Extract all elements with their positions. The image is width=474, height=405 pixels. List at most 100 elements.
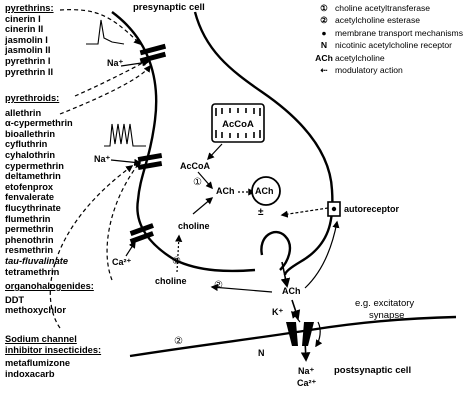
arrow-ach-to-choline xyxy=(210,283,273,293)
modulatory-arrow-inhibitors xyxy=(49,165,134,329)
modulatory-arrow-organohalogenides xyxy=(106,160,141,281)
list-item: α-cypermethrin xyxy=(5,118,73,129)
presynaptic-membrane-right xyxy=(193,11,334,276)
list-item: methoxychlor xyxy=(5,305,66,316)
accoa-label: AcCoA xyxy=(180,161,211,171)
arrow-ach-to-autoreceptor xyxy=(304,220,340,289)
inhibitors-heading-line2: inhibitor insecticides: xyxy=(5,344,102,355)
arrow-k-out xyxy=(291,310,301,323)
pyrethroids-heading: pyrethroids: xyxy=(5,93,60,103)
list-item: flumethrin xyxy=(5,213,51,224)
legend-row: ⇠ modulatory action xyxy=(313,64,463,76)
sodium-channel-inhibitors-list: Sodium channel inhibitor insecticides: m… xyxy=(5,334,101,379)
accoa-box-label: AcCoA xyxy=(222,119,254,130)
legend: ① choline acetyltransferase ② acetylcholin… xyxy=(313,2,463,76)
fusion-pocket xyxy=(260,230,292,271)
organohalogenides-list: organohalogenides: DDT methoxychlor xyxy=(5,281,94,316)
pyrethroids-list: pyrethroids: allethrin α-cypermethrin bi… xyxy=(5,93,73,277)
arrow-accoa-to-ach xyxy=(197,171,213,190)
na-label-1: Na⁺ xyxy=(107,58,124,68)
autoreceptor-symbol xyxy=(327,201,341,217)
list-item: cyhalothrin xyxy=(5,149,56,160)
na-arrow-2 xyxy=(110,158,142,166)
legend-symbol: ● xyxy=(321,27,327,38)
pyrethrins-heading: pyrethrins: xyxy=(5,3,54,13)
legend-row: ① choline acetyltransferase xyxy=(313,2,463,14)
plus-minus-label: ± xyxy=(258,207,264,218)
postsynaptic-title: postsynaptic cell xyxy=(334,365,412,376)
list-item: bioallethrin xyxy=(5,128,56,139)
presynaptic-title: presynaptic cell xyxy=(133,2,205,13)
organohalogenides-heading: organohalogenides: xyxy=(5,281,94,291)
list-item: fenvalerate xyxy=(5,192,55,203)
list-item: allethrin xyxy=(5,107,42,118)
legend-symbol: ACh xyxy=(315,52,333,63)
legend-symbol: ② xyxy=(320,15,328,26)
list-item: flucythrinate xyxy=(5,202,61,213)
nicotinic-receptor xyxy=(286,322,314,346)
ach-label-cytosol: ACh xyxy=(216,186,235,196)
na-out-label: Na⁺ xyxy=(298,366,315,376)
legend-symbol: ⇠ xyxy=(320,65,328,76)
action-potential-trace-1 xyxy=(86,19,125,45)
pyrethrins-list: pyrethrins: cinerin I cinerin II jasmoli… xyxy=(5,3,54,77)
arrow-na-ca-in-2 xyxy=(315,321,323,348)
excitatory-label-2: synapse xyxy=(369,310,405,321)
list-item: tau-fluvalinate xyxy=(5,255,69,266)
list-item: resmethrin xyxy=(5,245,54,256)
inhibitors-heading-line1: Sodium channel xyxy=(5,334,77,344)
ache-marker-2: ② xyxy=(172,256,181,267)
legend-text: nicotinic acetylcholine receptor xyxy=(335,40,453,51)
modulatory-arrow-pyrethroids-2 xyxy=(59,64,151,115)
list-item: pyrethrin II xyxy=(5,66,54,77)
sodium-channel-2 xyxy=(137,152,163,171)
autoreceptor-label: autoreceptor xyxy=(344,204,400,214)
mitochondrion xyxy=(211,103,265,143)
legend-row: ② acetylcholine esterase xyxy=(313,14,463,26)
ache-marker-1: ② xyxy=(214,280,223,291)
list-item: permethrin xyxy=(5,224,54,235)
legend-symbol: N xyxy=(320,40,328,51)
ach-label-cleft: ACh xyxy=(282,286,301,296)
nicotinic-receptor-label: N xyxy=(258,348,265,358)
list-item: cyfluthrin xyxy=(5,139,48,150)
arrow-choline-to-ach xyxy=(192,197,214,215)
legend-text: choline acetyltransferase xyxy=(335,3,431,13)
ca-out-label: Ca²⁺ xyxy=(297,378,317,388)
list-item: deltamethrin xyxy=(5,171,61,182)
list-item: etofenprox xyxy=(5,181,54,192)
na-label-2: Na⁺ xyxy=(94,154,111,164)
legend-text: acetylcholine esterase xyxy=(335,15,421,26)
list-item: cypermethrin xyxy=(5,160,64,171)
arrow-autoreceptor-feedback xyxy=(280,207,329,218)
list-item: DDT xyxy=(5,294,25,305)
list-item: cinerin II xyxy=(5,24,44,35)
arrow-ach-release xyxy=(280,261,291,288)
choline-label-cleft: choline xyxy=(155,276,187,286)
list-item: tetramethrin xyxy=(5,266,60,277)
ca-arrow xyxy=(125,240,136,257)
list-item: cinerin I xyxy=(5,13,41,24)
modulatory-arrow-pyrethrins xyxy=(59,9,142,46)
list-item: phenothrin xyxy=(5,234,54,245)
k-label: K⁺ xyxy=(272,307,284,317)
arrow-mito-to-accoa xyxy=(207,143,223,161)
chat-marker: ① xyxy=(193,177,202,188)
ach-label-vesicle: ACh xyxy=(255,186,274,196)
legend-text: membrane transport mechanisms xyxy=(335,27,463,38)
list-item: jasmolin I xyxy=(5,34,48,45)
excitatory-label-1: e.g. excitatory xyxy=(355,298,415,309)
legend-text: modulatory action xyxy=(335,65,403,76)
legend-symbol: ① xyxy=(320,3,328,13)
ach-vesicle xyxy=(251,176,281,206)
list-item: metaflumizone xyxy=(5,358,71,369)
presynaptic-membrane-left xyxy=(111,11,256,273)
legend-text: acetylcholine xyxy=(335,52,385,63)
list-item: jasmolin II xyxy=(5,45,51,56)
modulatory-arrow-pyrethroids xyxy=(74,59,150,97)
ca-label: Ca²⁺ xyxy=(112,257,132,267)
